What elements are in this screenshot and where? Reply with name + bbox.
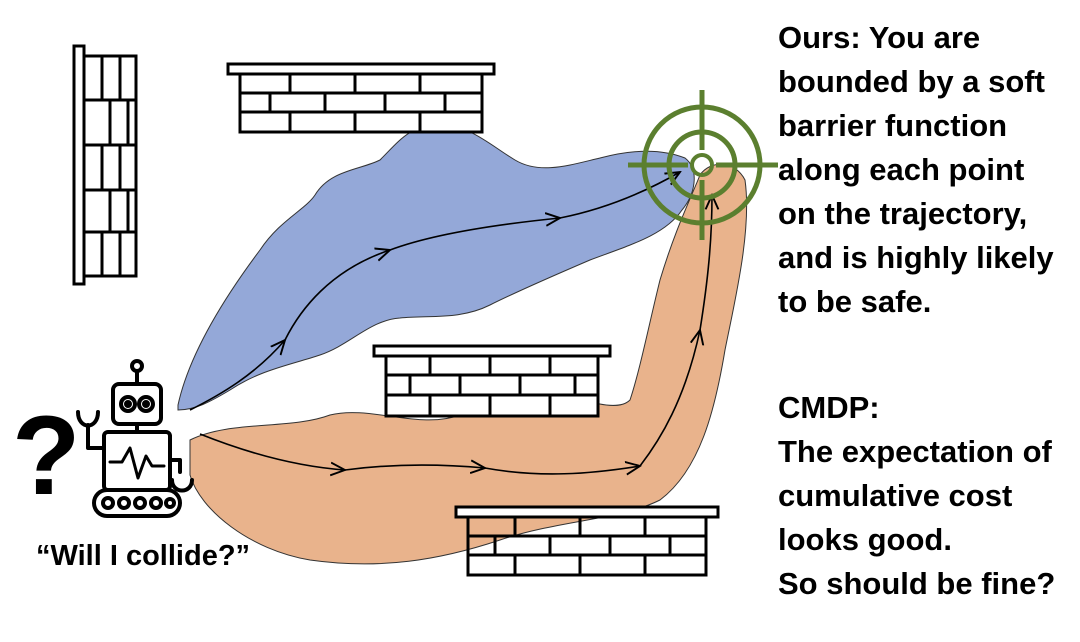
brick-wall-icon [226, 62, 496, 134]
ours-caption-line: along each point [778, 152, 1025, 187]
ours-caption-line: to be safe. [778, 284, 932, 319]
brick-wall-icon [72, 44, 138, 286]
cmdp-caption-line: looks good. [778, 522, 952, 557]
cmdp-caption-line: So should be fine? [778, 566, 1056, 601]
ours-caption-line: Ours: You are [778, 20, 981, 55]
robot-icon [76, 359, 194, 518]
cmdp-trajectory-arrows [199, 195, 712, 474]
robot-quote: “Will I collide?” [36, 540, 251, 572]
cmdp-caption-line: cumulative cost [778, 478, 1013, 513]
brick-wall-icon [372, 344, 612, 418]
ours-trajectory-region [177, 124, 695, 411]
brick-wall-icon [454, 505, 720, 577]
ours-caption: Ours: You are bounded by a soft barrier … [778, 16, 1054, 324]
cmdp-caption-line: CMDP: [778, 390, 880, 425]
ours-trajectory-arrows [189, 172, 680, 411]
ours-caption-line: on the trajectory, [778, 196, 1028, 231]
ours-caption-line: bounded by a soft [778, 64, 1045, 99]
cmdp-caption: CMDP: The expectation of cumulative cost… [778, 386, 1055, 606]
cmdp-caption-line: The expectation of [778, 434, 1052, 469]
crosshair-target-icon [628, 90, 778, 240]
ours-caption-line: barrier function [778, 108, 1008, 143]
question-mark: ? [12, 393, 81, 518]
ours-caption-line: and is highly likely [778, 240, 1054, 275]
